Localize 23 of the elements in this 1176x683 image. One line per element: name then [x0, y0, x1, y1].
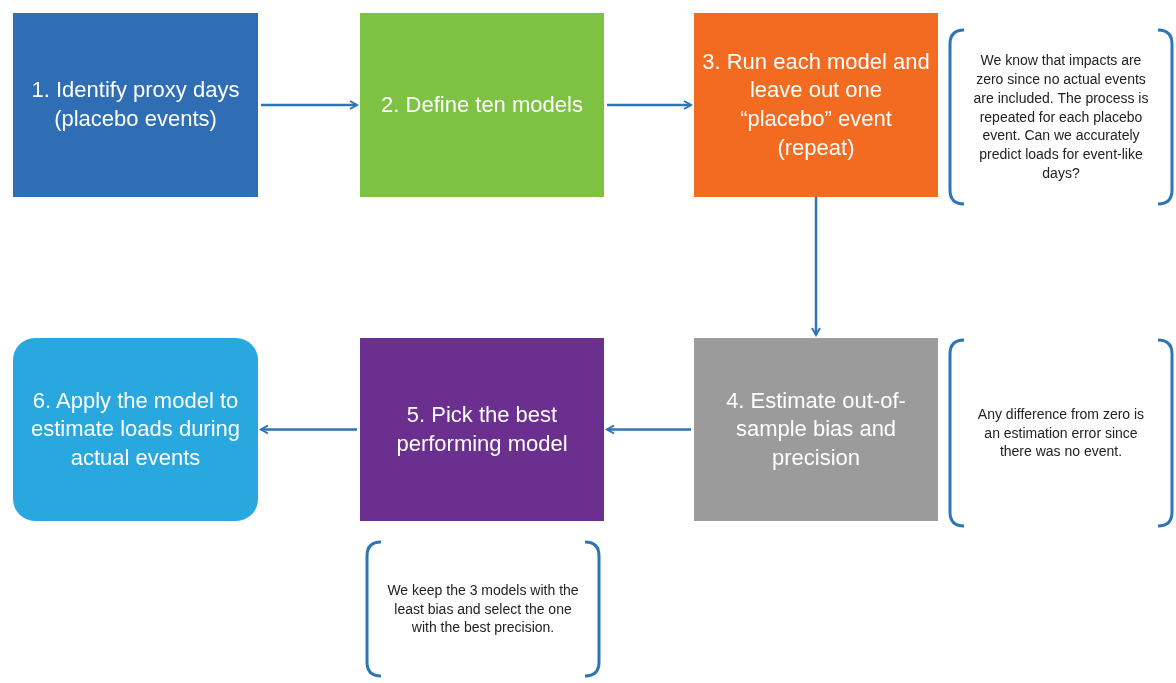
- process-box: [694, 338, 938, 521]
- note-text: We keep the 3 models with the least bias and select the one with the best precision.: [387, 580, 579, 638]
- arrow: [606, 424, 691, 435]
- step-text: 2. Define ten models: [381, 90, 583, 119]
- arrow: [261, 100, 358, 110]
- process-box: [360, 338, 604, 521]
- step-text: 4. Estimate out-of-sample bias and precision: [725, 386, 907, 472]
- process-box: [360, 13, 604, 197]
- note-text: We know that impacts are zero since no actual events are included. The process is repeated for each placebo event. Can we accurately predict loads for event-like days?: [972, 50, 1150, 184]
- step-text: 6. Apply the model to estimate loads during actual events: [29, 386, 242, 472]
- step-text: 5. Pick the best performing model: [395, 400, 569, 458]
- bracket-note: [948, 338, 1174, 528]
- note-text: Any difference from zero is an estimation error since there was no event.: [976, 404, 1146, 462]
- arrow: [811, 197, 821, 336]
- arrow: [607, 100, 692, 110]
- step-text: 1. Identify proxy days (placebo events): [30, 76, 241, 133]
- step-text: 3. Run each model and leave out one “placebo” event (repeat): [702, 47, 930, 162]
- arrow: [260, 424, 357, 435]
- process-box: [13, 338, 258, 521]
- process-box: [694, 13, 938, 197]
- bracket-note: [948, 28, 1174, 206]
- bracket-note: [365, 540, 601, 678]
- process-box: [13, 13, 258, 197]
